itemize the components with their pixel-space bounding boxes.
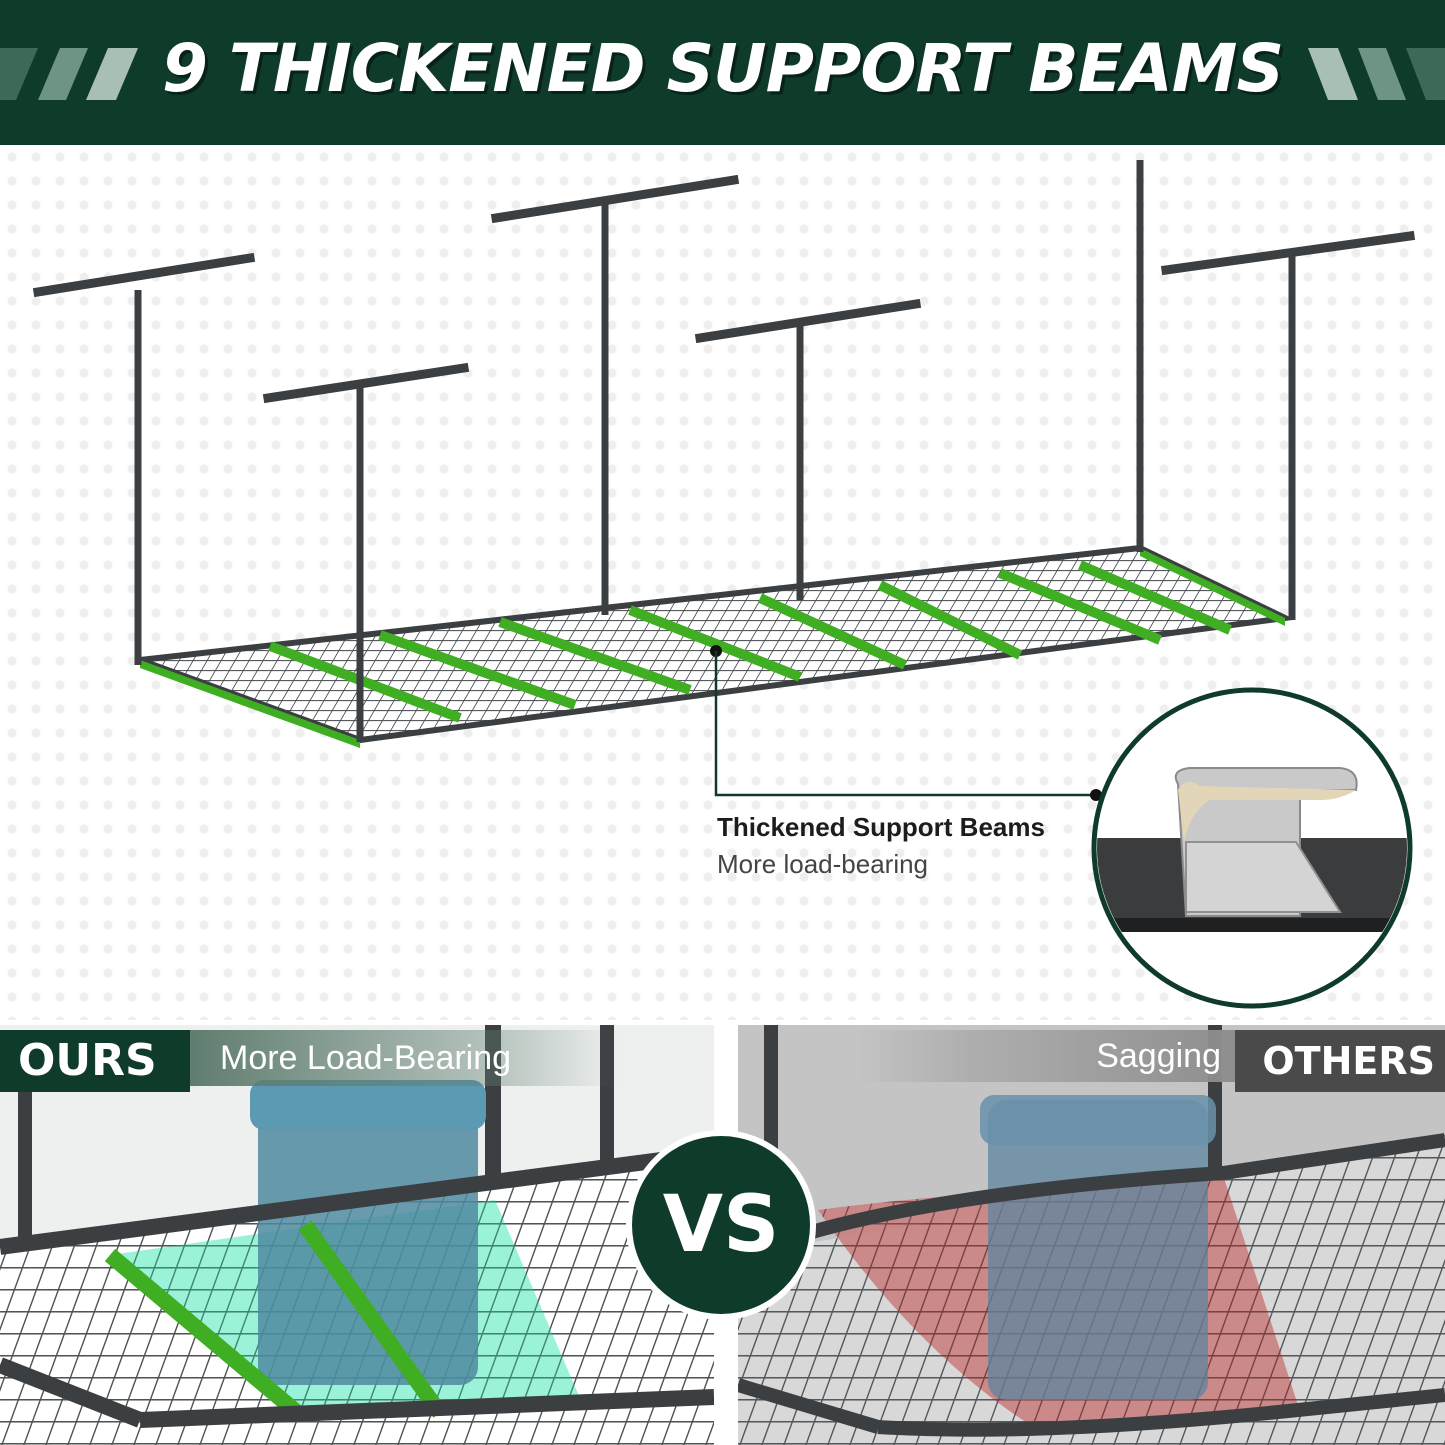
others-rack-illustration <box>738 1025 1445 1445</box>
callout-subtitle: More load-bearing <box>717 849 929 879</box>
others-label: Sagging <box>855 1030 1235 1082</box>
others-panel <box>738 1025 1445 1445</box>
storage-bin-illustration <box>258 1085 478 1385</box>
ours-panel <box>0 1025 714 1445</box>
header-stripes-decoration <box>0 48 1445 100</box>
vs-badge: VS <box>632 1136 810 1314</box>
page-title: 9 THICKENED SUPPORT BEAMS <box>162 30 1284 107</box>
ours-label: More Load-Bearing <box>190 1030 620 1086</box>
ours-badge: OURS <box>0 1030 190 1092</box>
ours-rack-illustration <box>0 1025 714 1445</box>
overhead-rack-illustration <box>32 160 1416 1009</box>
others-badge: OTHERS <box>1235 1030 1445 1092</box>
hero-section: Thickened Support Beams More load-bearin… <box>0 145 1445 1020</box>
callout-title: Thickened Support Beams <box>717 812 1045 842</box>
beam-callout: Thickened Support Beams More load-bearin… <box>717 812 1045 880</box>
header-banner: 9 THICKENED SUPPORT BEAMS <box>0 0 1445 145</box>
